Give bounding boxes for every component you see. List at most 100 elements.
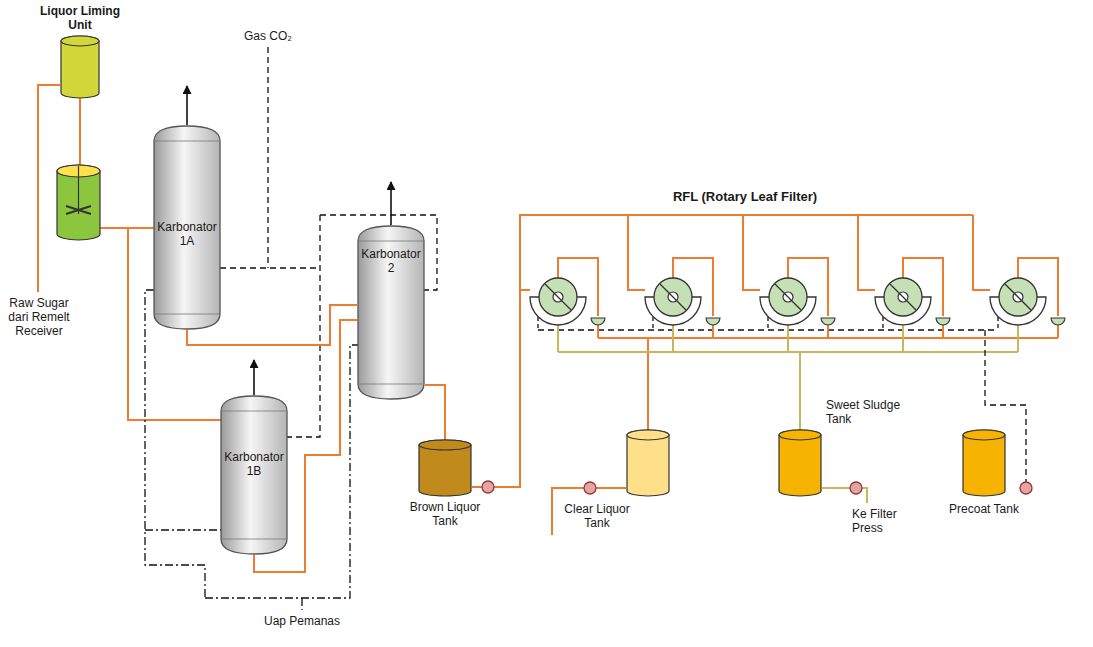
mixing-tank xyxy=(66,206,91,214)
rotary-leaf-filter xyxy=(973,215,1065,352)
outlet-label: Ke Filter Press xyxy=(852,507,910,535)
precoat-tank: Precoat Tank xyxy=(962,430,1006,496)
steam-line xyxy=(145,290,358,610)
section-title: RFL (Rotary Leaf Filter) xyxy=(635,190,855,204)
vessel-body xyxy=(358,226,424,399)
liming-tank: Liquor Liming Unit xyxy=(60,36,100,98)
node-label: Precoat Tank xyxy=(934,502,1034,516)
rotary-leaf-filter xyxy=(591,318,605,325)
steam-line xyxy=(301,598,302,610)
rotary-leaf-filter xyxy=(1005,284,1031,310)
vessel-seam xyxy=(221,411,287,412)
rotary-leaf-filter xyxy=(936,318,950,325)
mixing-tank xyxy=(57,165,100,240)
tank-shape xyxy=(626,430,670,496)
process-pipe xyxy=(425,385,445,440)
pump xyxy=(584,482,596,494)
tank-body xyxy=(627,430,669,496)
co2-gas-line xyxy=(267,47,268,268)
pump xyxy=(482,481,494,493)
sludge-pipe xyxy=(862,488,867,503)
vessel-seam xyxy=(154,141,220,142)
rotary-leaf-filter xyxy=(821,318,835,325)
tank-top xyxy=(963,430,1005,440)
rotary-leaf-filter xyxy=(858,215,875,290)
rotary-leaf-filter xyxy=(1051,318,1065,325)
rotary-leaf-filter xyxy=(539,278,577,316)
steam-label: Uap Pemanas xyxy=(257,614,347,628)
orange-pipe xyxy=(38,85,1058,535)
orange-pipe xyxy=(472,486,482,488)
orange-pipe xyxy=(520,289,530,291)
orange-pipe xyxy=(79,98,81,165)
rotary-leaf-filter xyxy=(743,215,835,352)
rotary-leaf-filter xyxy=(530,215,1065,352)
carbonator-vessel: Karbonator 1B xyxy=(220,395,288,555)
rotary-leaf-filter xyxy=(767,317,768,330)
rotary-leaf-filter xyxy=(706,318,720,325)
vessel-body xyxy=(221,396,287,554)
rotary-leaf-filter xyxy=(787,324,789,352)
rotary-leaf-filter xyxy=(537,317,538,330)
co2-gas-line xyxy=(220,47,437,437)
tank-top xyxy=(627,430,669,440)
feed-label: Raw Sugar dari Remelt Receiver xyxy=(0,296,78,338)
tank-shape xyxy=(418,440,472,496)
steam-line xyxy=(205,345,358,598)
vessel-body xyxy=(154,126,220,329)
pump xyxy=(850,482,862,494)
tank-shape xyxy=(60,36,100,98)
vessel-seam xyxy=(154,314,220,315)
steam-line xyxy=(145,290,205,598)
rotary-leaf-filter xyxy=(1017,324,1019,352)
vessel-seam xyxy=(221,539,287,540)
rotary-leaf-filter xyxy=(628,215,720,352)
rotary-leaf-filter xyxy=(999,278,1037,316)
rotary-leaf-filter xyxy=(652,317,653,330)
rotary-leaf-filter xyxy=(884,278,922,316)
rotary-leaf-filter xyxy=(902,324,904,352)
tank-body xyxy=(963,430,1005,496)
sludge-pipe xyxy=(822,487,850,489)
precoat-line xyxy=(538,329,998,330)
steam-line xyxy=(145,529,221,530)
liquor-tank: Brown Liquor Tank xyxy=(418,440,472,496)
rotary-leaf-filter xyxy=(743,215,760,290)
node-label: Karbonator 1A xyxy=(155,220,219,248)
exhaust-arrow xyxy=(390,182,392,225)
rotary-leaf-filter xyxy=(775,284,801,310)
node-label: Clear Liquor Tank xyxy=(558,502,636,530)
tank-body xyxy=(419,440,471,496)
rotary-leaf-filter xyxy=(769,278,807,316)
tank-body xyxy=(779,430,821,496)
rotary-leaf-filter xyxy=(882,317,883,330)
tank-body xyxy=(61,36,99,98)
rotary-leaf-filter xyxy=(660,284,686,310)
carbonator-vessel: Karbonator 1A xyxy=(153,125,221,330)
node-label: Brown Liquor Tank xyxy=(405,500,485,528)
sludge-tank: Sweet Sludge Tank xyxy=(778,430,822,496)
exhaust-arrow xyxy=(253,360,255,395)
rotary-leaf-filter xyxy=(654,278,692,316)
orange-pipe xyxy=(596,487,626,489)
pump xyxy=(482,481,1032,494)
liquor-tank: Clear Liquor Tank xyxy=(626,430,670,496)
rotary-leaf-filter xyxy=(545,284,571,310)
tank-top xyxy=(61,36,99,46)
node-label: Sweet Sludge Tank xyxy=(826,398,908,426)
rotary-leaf-filter xyxy=(672,324,674,352)
rotary-leaf-filter xyxy=(997,317,998,330)
mixing-tank xyxy=(78,166,79,214)
vessel-seam xyxy=(358,241,424,242)
tank-top xyxy=(779,430,821,440)
rotary-leaf-filter xyxy=(628,215,645,290)
gas-label: Gas CO₂ xyxy=(236,29,300,43)
rotary-leaf-filter xyxy=(557,324,559,352)
tank-top xyxy=(419,440,471,450)
rotary-leaf-filter xyxy=(973,215,990,290)
tank-shape xyxy=(962,430,1006,496)
vessel-seam xyxy=(358,384,424,385)
mixing-tank xyxy=(57,165,100,240)
